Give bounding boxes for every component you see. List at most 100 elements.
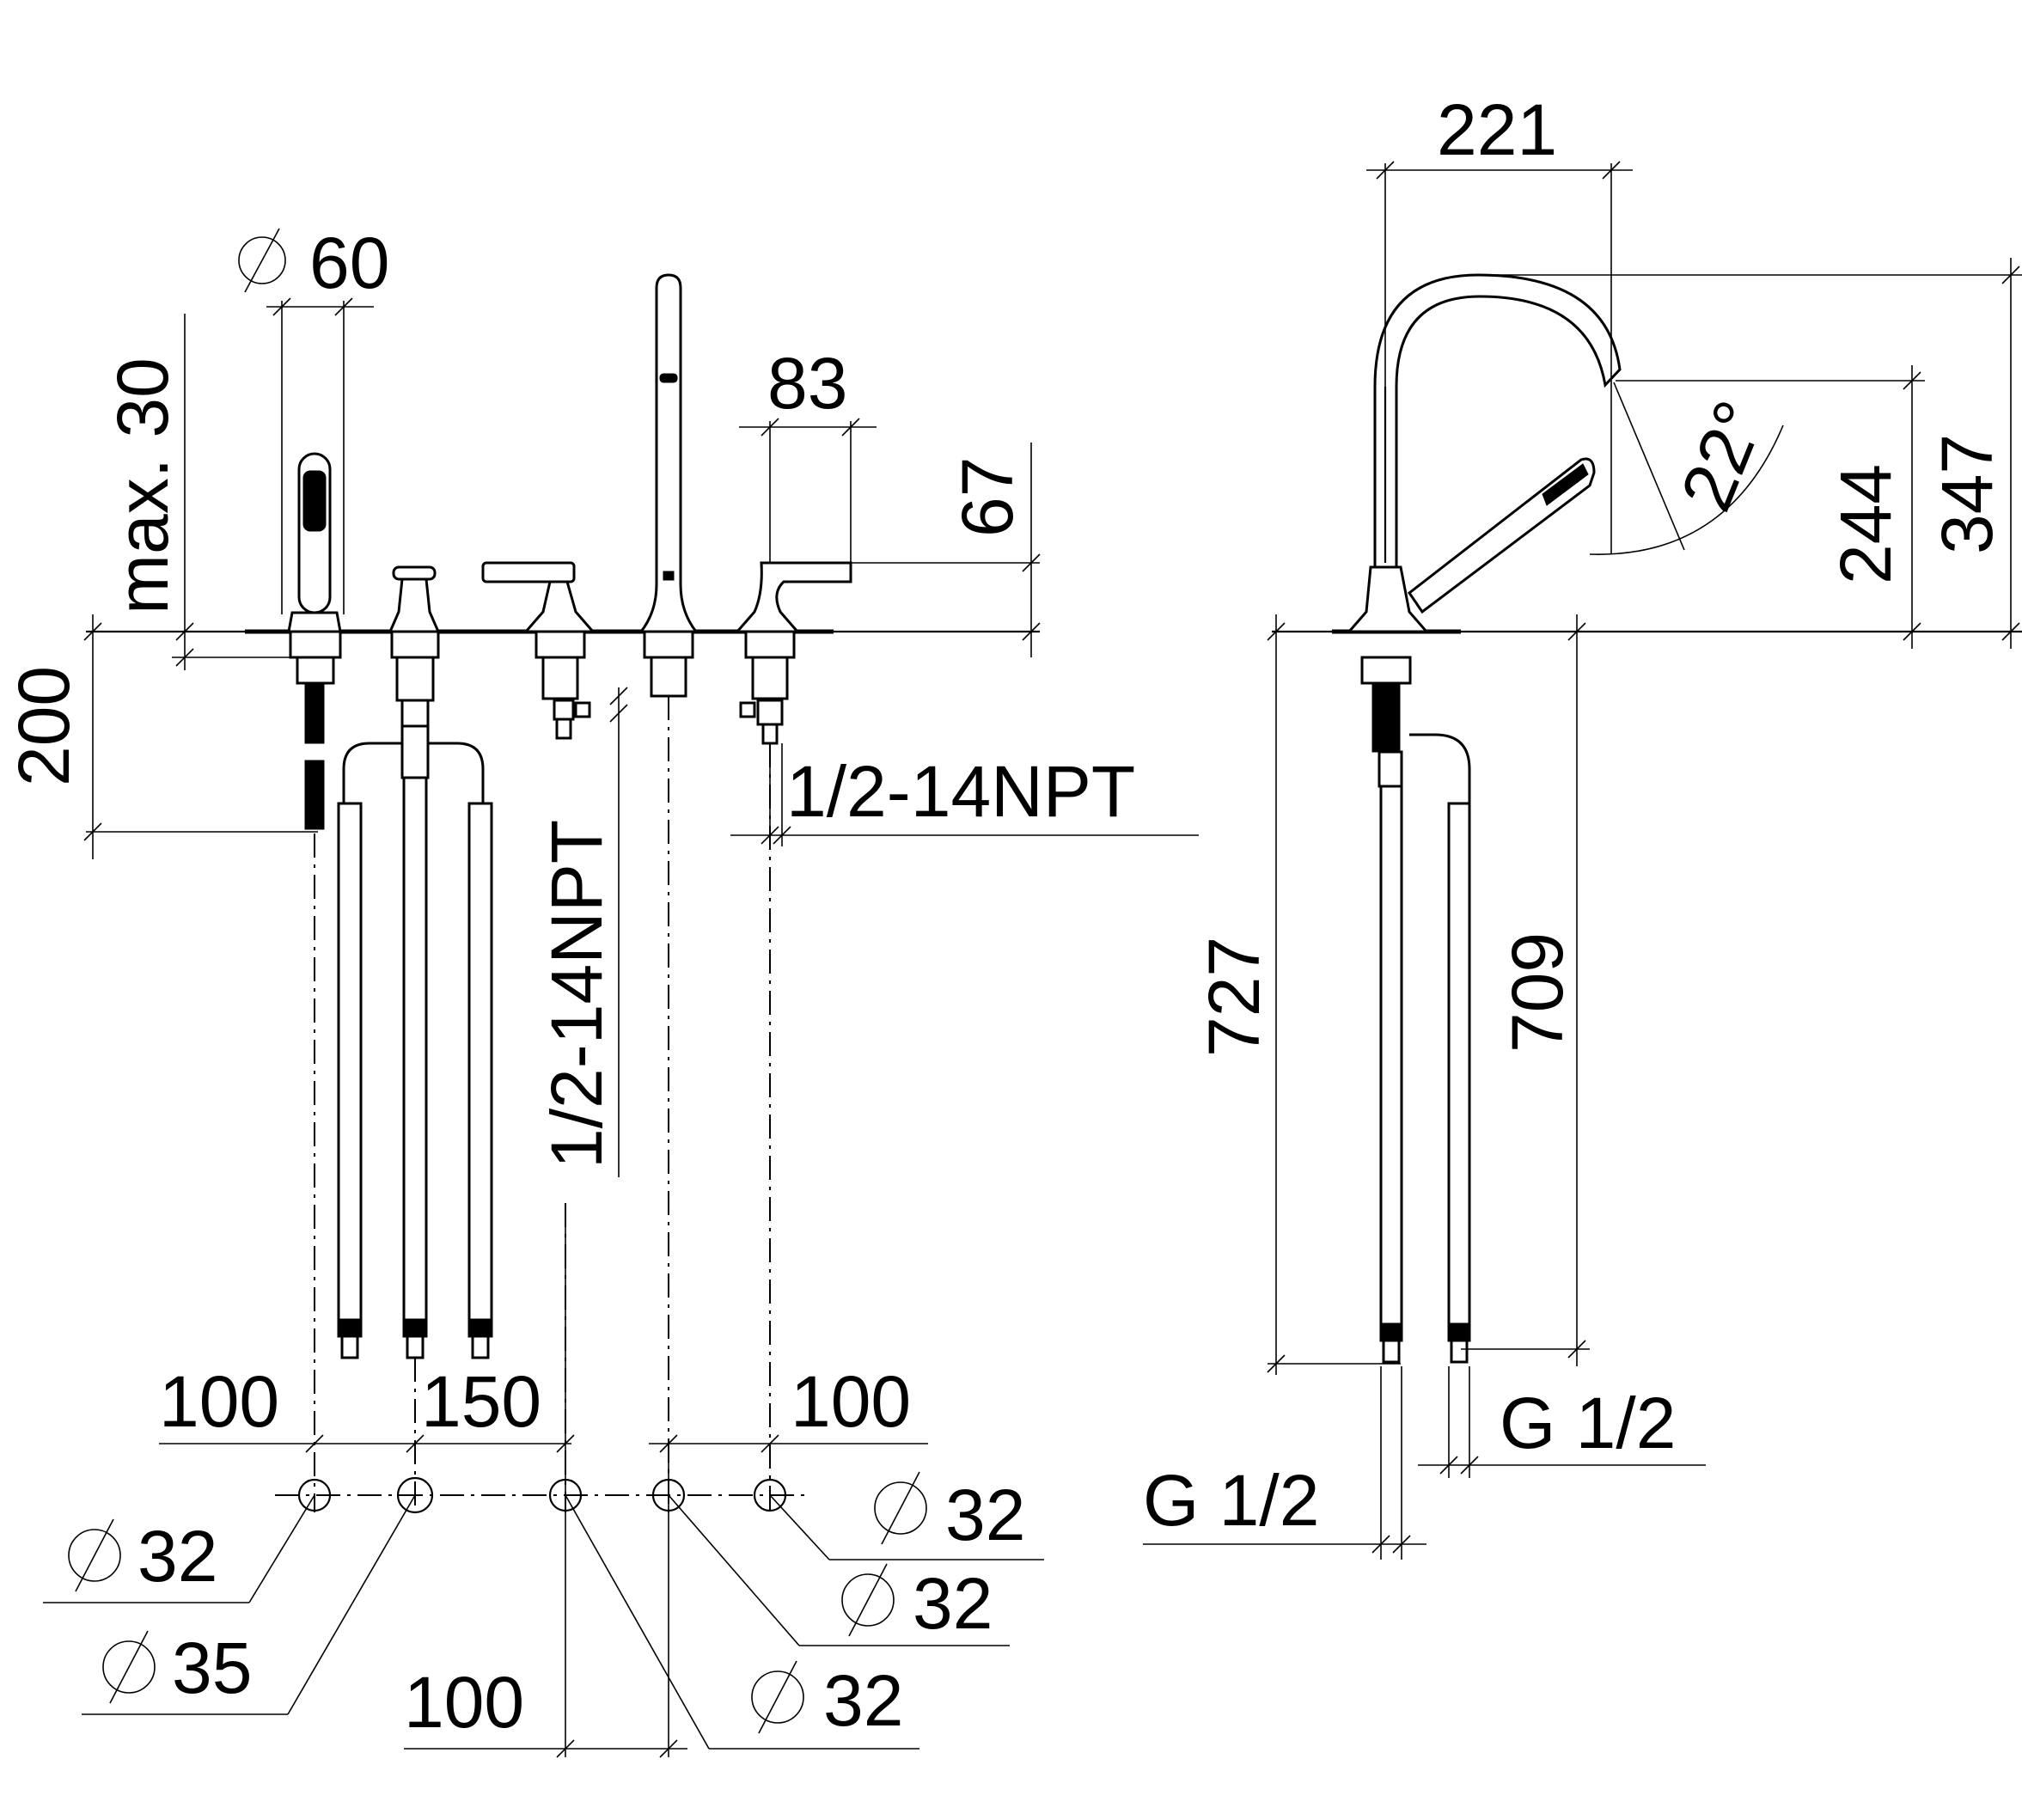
hole-32-right-label: 32 bbox=[945, 1475, 1025, 1555]
spout-body bbox=[638, 273, 699, 633]
mixer-fitting bbox=[395, 656, 435, 702]
side-hose-2-end bbox=[1448, 1322, 1470, 1341]
hand-shower-grip bbox=[302, 470, 327, 532]
tick bbox=[2001, 266, 2020, 284]
dim-67-label: 67 bbox=[947, 457, 1028, 537]
npt-vertical: 1/2-14NPT bbox=[536, 687, 628, 1177]
diameter-symbol bbox=[874, 1481, 927, 1535]
side-hose-2-nut bbox=[1450, 1339, 1469, 1364]
supply-hoses bbox=[337, 776, 493, 1359]
diameter-slash bbox=[758, 1660, 797, 1734]
lever-arm bbox=[481, 561, 576, 583]
side-view: 221 22° 244 347 bbox=[1143, 89, 2022, 1560]
hole-spacing: 100 150 100 100 bbox=[159, 1203, 928, 1758]
side-hose-2 bbox=[1447, 802, 1471, 1342]
tick bbox=[1903, 622, 1921, 641]
diameter-slash bbox=[244, 228, 280, 293]
right-lever-nut bbox=[744, 630, 796, 659]
right-lever-outlet bbox=[756, 699, 784, 726]
crossover-pipe-left bbox=[342, 742, 404, 803]
dim-83-label: 83 bbox=[767, 343, 847, 424]
spout-nut bbox=[643, 630, 694, 659]
lever-stub bbox=[555, 718, 572, 740]
tick bbox=[1567, 622, 1586, 641]
tick bbox=[841, 418, 860, 437]
hand-shower-thread bbox=[304, 682, 325, 744]
angle-22-label: 22° bbox=[1665, 390, 1781, 522]
tick bbox=[175, 622, 194, 641]
dim-727-label: 727 bbox=[1194, 937, 1274, 1057]
mixer-valve-block bbox=[400, 724, 430, 779]
tick bbox=[334, 297, 353, 316]
side-hand-shower-head bbox=[1542, 463, 1589, 506]
side-elbow bbox=[1409, 733, 1471, 803]
npt-right: 1/2-14NPT bbox=[730, 743, 1199, 846]
spacing-100-right: 100 bbox=[791, 1361, 911, 1442]
tick bbox=[761, 418, 779, 437]
diameter-symbol bbox=[102, 1640, 156, 1694]
g12-left-label: G 1/2 bbox=[1143, 1460, 1319, 1541]
tick bbox=[272, 297, 291, 316]
dim-221: 221 bbox=[1366, 89, 1633, 563]
tick bbox=[1460, 1456, 1479, 1475]
dim-83: 83 bbox=[739, 343, 877, 563]
spout-aerator bbox=[659, 373, 678, 383]
tick bbox=[556, 1739, 575, 1758]
dim-347-label: 347 bbox=[1927, 434, 2007, 554]
hose-1 bbox=[337, 802, 363, 1338]
tick bbox=[609, 704, 628, 723]
diameter-symbol bbox=[751, 1670, 804, 1724]
leader bbox=[769, 1494, 830, 1560]
lever-body bbox=[522, 580, 596, 633]
hose-2-end bbox=[403, 1318, 427, 1337]
mixer-nut bbox=[390, 630, 440, 659]
angle-arc bbox=[1589, 424, 1784, 555]
npt-vertical-label: 1/2-14NPT bbox=[536, 820, 617, 1169]
dim-200: 200 bbox=[3, 614, 318, 859]
side-hose-1-nut bbox=[1382, 1339, 1401, 1364]
tick bbox=[761, 826, 779, 845]
hole-1 bbox=[297, 1478, 332, 1512]
lever-port bbox=[574, 701, 591, 718]
deck-holes bbox=[275, 1476, 808, 1514]
side-hose-1-end bbox=[1380, 1322, 1402, 1341]
hose-3-end bbox=[468, 1318, 492, 1337]
diameter-slash bbox=[881, 1471, 920, 1545]
spout-mark bbox=[663, 571, 675, 581]
hole-32-left-label: 32 bbox=[137, 1516, 217, 1597]
h-200-label: 200 bbox=[3, 666, 84, 786]
hose-3-nut bbox=[471, 1334, 490, 1359]
spacing-100-left: 100 bbox=[159, 1361, 279, 1442]
right-lever-body bbox=[734, 561, 852, 633]
hand-shower-fitting bbox=[296, 656, 335, 685]
dim-709-label: 709 bbox=[1497, 932, 1578, 1053]
dia-60-label: 60 bbox=[309, 223, 389, 303]
diameter-symbol bbox=[238, 236, 286, 284]
diameter-slash bbox=[109, 1630, 149, 1704]
tick bbox=[305, 1434, 324, 1453]
hose-2-nut bbox=[406, 1334, 425, 1359]
tick bbox=[1267, 622, 1286, 641]
dim-347: 347 bbox=[1480, 258, 2022, 649]
crossover-pipe-right bbox=[426, 742, 485, 803]
dim-dia-60: 60 bbox=[238, 223, 389, 614]
tick bbox=[1903, 371, 1921, 390]
tick bbox=[2001, 622, 2020, 641]
hand-shower-nut bbox=[289, 630, 342, 659]
hand-shower-base bbox=[287, 611, 342, 633]
tick bbox=[1602, 161, 1621, 180]
right-lever-stub bbox=[761, 723, 779, 745]
gooseneck-spout bbox=[1373, 273, 1622, 569]
side-hand-shower bbox=[1407, 457, 1596, 614]
hole-32-middle-label: 32 bbox=[913, 1563, 993, 1644]
tick bbox=[406, 1434, 425, 1453]
spout-fitting bbox=[650, 656, 687, 698]
angle-leg bbox=[1613, 382, 1685, 551]
right-lever-fitting bbox=[751, 656, 789, 700]
lever-outlet bbox=[553, 699, 575, 721]
tick bbox=[659, 1434, 678, 1453]
g12-left: G 1/2 bbox=[1143, 1366, 1426, 1560]
front-spout bbox=[638, 273, 699, 698]
hose-1-nut bbox=[340, 1334, 359, 1359]
